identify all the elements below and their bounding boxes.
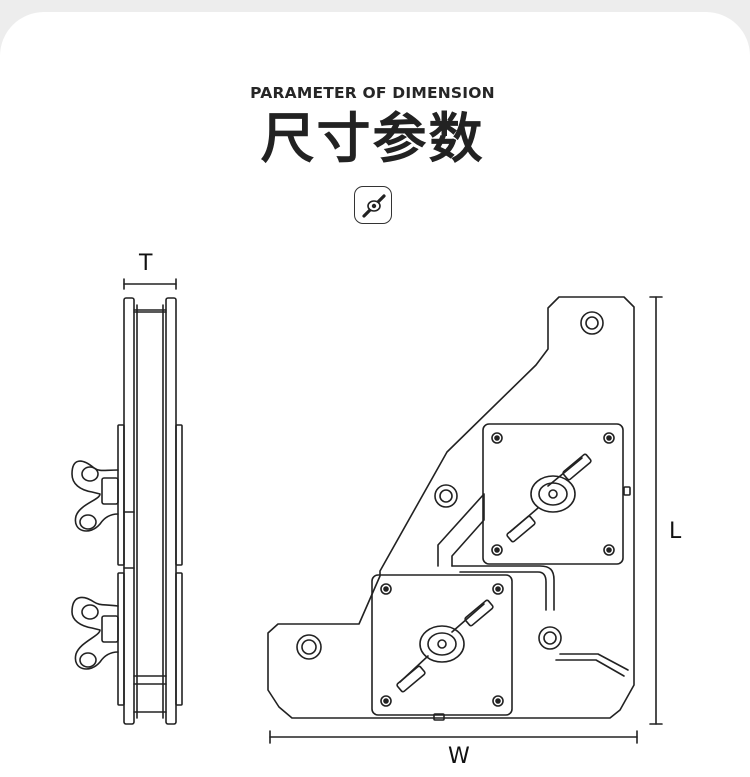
front-view — [267, 296, 663, 744]
section-subtitle: PARAMETER OF DIMENSION — [250, 84, 495, 102]
length-label: L — [669, 519, 682, 544]
section-title: 尺寸参数 — [260, 107, 485, 170]
welding-magnet-icon — [354, 186, 392, 224]
thickness-label: T — [139, 251, 153, 276]
side-view — [71, 278, 183, 725]
width-label: W — [448, 744, 470, 769]
content-card — [0, 12, 750, 777]
